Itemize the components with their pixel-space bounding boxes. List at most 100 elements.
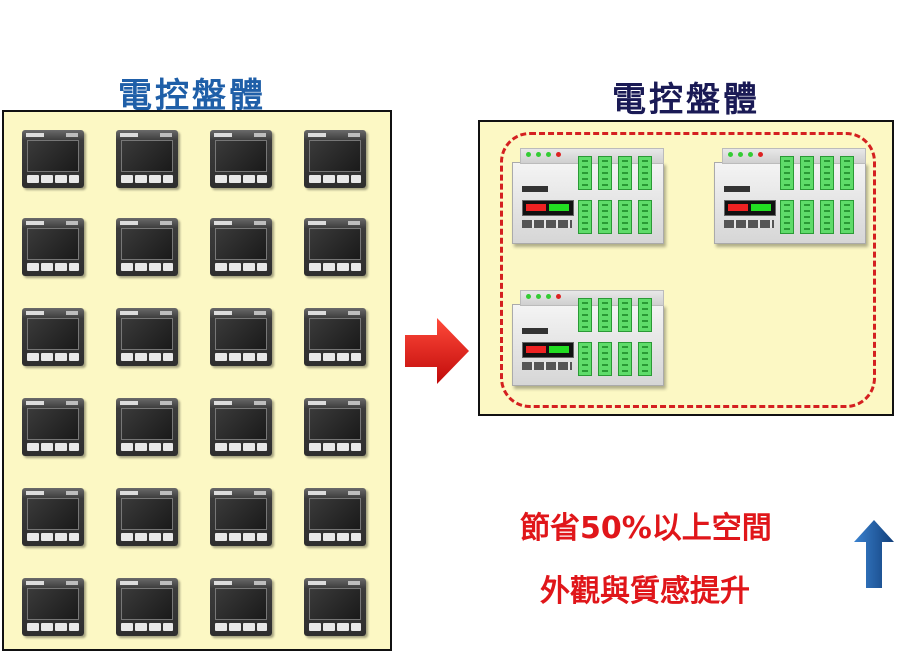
terminal-block-icon: [840, 200, 854, 234]
controller-screen: [215, 318, 267, 350]
terminal-block-icon: [638, 200, 652, 234]
temperature-controller-unit: [210, 578, 272, 636]
controller-screen: [309, 318, 361, 350]
terminal-block-icon: [820, 200, 834, 234]
set-key-icon: [27, 175, 39, 183]
modular-controller-unit: [512, 290, 664, 386]
delta-logo-icon: [308, 401, 326, 405]
controller-screen: [309, 228, 361, 260]
shift-key-icon: [135, 263, 147, 271]
up-key-icon: [163, 623, 173, 631]
controller-screen: [27, 140, 79, 172]
temperature-controller-unit: [22, 488, 84, 546]
down-key-icon: [55, 443, 67, 451]
terminal-block-icon: [598, 156, 612, 190]
controller-screen: [27, 588, 79, 620]
model-label-icon: [160, 401, 172, 405]
down-key-icon: [149, 353, 161, 361]
set-key-icon: [309, 623, 321, 631]
terminal-block-icon: [780, 200, 794, 234]
delta-logo-icon: [214, 491, 232, 495]
set-key-icon: [309, 533, 321, 541]
delta-logo-icon: [120, 133, 138, 137]
controller-screen: [215, 498, 267, 530]
controller-screen: [121, 498, 173, 530]
status-led-icon: [748, 152, 753, 157]
shift-key-icon: [41, 623, 53, 631]
temperature-controller-unit: [22, 218, 84, 276]
shift-key-icon: [229, 263, 241, 271]
temperature-controller-unit: [116, 398, 178, 456]
space-saving-text: 節省50%以上空間: [520, 511, 772, 546]
set-key-icon: [215, 353, 227, 361]
model-label-icon: [348, 491, 360, 495]
delta-logo-icon: [724, 186, 750, 192]
delta-logo-icon: [214, 401, 232, 405]
controller-screen: [309, 408, 361, 440]
alarm-led-icon: [556, 152, 561, 157]
right-arrow-icon: [405, 318, 469, 384]
down-key-icon: [149, 533, 161, 541]
controller-screen: [27, 408, 79, 440]
controller-screen: [309, 588, 361, 620]
temperature-controller-unit: [116, 488, 178, 546]
shift-key-icon: [41, 443, 53, 451]
right-panel-title: 電控盤體: [612, 80, 760, 120]
set-key-icon: [309, 175, 321, 183]
temperature-controller-unit: [304, 578, 366, 636]
down-key-icon: [243, 533, 255, 541]
delta-logo-icon: [26, 581, 44, 585]
down-key-icon: [243, 443, 255, 451]
model-label-icon: [348, 311, 360, 315]
model-label-icon: [160, 491, 172, 495]
shift-key-icon: [41, 533, 53, 541]
terminal-block-icon: [618, 156, 632, 190]
model-label-icon: [66, 221, 78, 225]
model-label-icon: [254, 311, 266, 315]
temperature-controller-unit: [22, 578, 84, 636]
alarm-led-icon: [758, 152, 763, 157]
model-label-icon: [160, 311, 172, 315]
delta-logo-icon: [308, 491, 326, 495]
model-label-icon: [254, 401, 266, 405]
delta-logo-icon: [522, 328, 548, 334]
model-label-icon: [348, 133, 360, 137]
model-label-icon: [254, 133, 266, 137]
shift-key-icon: [135, 533, 147, 541]
model-label-icon: [160, 581, 172, 585]
module-display: [522, 200, 574, 216]
terminal-block-icon: [598, 200, 612, 234]
appearance-improvement-text: 外觀與質感提升: [540, 574, 750, 609]
up-key-icon: [163, 533, 173, 541]
shift-key-icon: [323, 175, 335, 183]
temperature-controller-unit: [116, 218, 178, 276]
status-led-icon: [526, 294, 531, 299]
down-key-icon: [55, 263, 67, 271]
down-key-icon: [149, 443, 161, 451]
controller-screen: [215, 140, 267, 172]
shift-key-icon: [229, 623, 241, 631]
up-key-icon: [257, 443, 267, 451]
right-control-panel: [478, 120, 894, 416]
set-key-icon: [27, 443, 39, 451]
down-key-icon: [337, 533, 349, 541]
model-label-icon: [348, 401, 360, 405]
model-label-icon: [160, 133, 172, 137]
controller-screen: [121, 140, 173, 172]
set-key-icon: [121, 353, 133, 361]
model-label-icon: [66, 311, 78, 315]
temperature-controller-unit: [304, 398, 366, 456]
temperature-controller-unit: [116, 578, 178, 636]
terminal-block-icon: [578, 200, 592, 234]
set-key-icon: [27, 623, 39, 631]
temperature-controller-unit: [210, 488, 272, 546]
controller-screen: [121, 318, 173, 350]
set-key-icon: [215, 175, 227, 183]
module-buttons: [522, 220, 572, 228]
controller-screen: [27, 228, 79, 260]
model-label-icon: [254, 581, 266, 585]
up-key-icon: [257, 533, 267, 541]
controller-screen: [27, 498, 79, 530]
set-key-icon: [215, 263, 227, 271]
up-key-icon: [69, 175, 79, 183]
